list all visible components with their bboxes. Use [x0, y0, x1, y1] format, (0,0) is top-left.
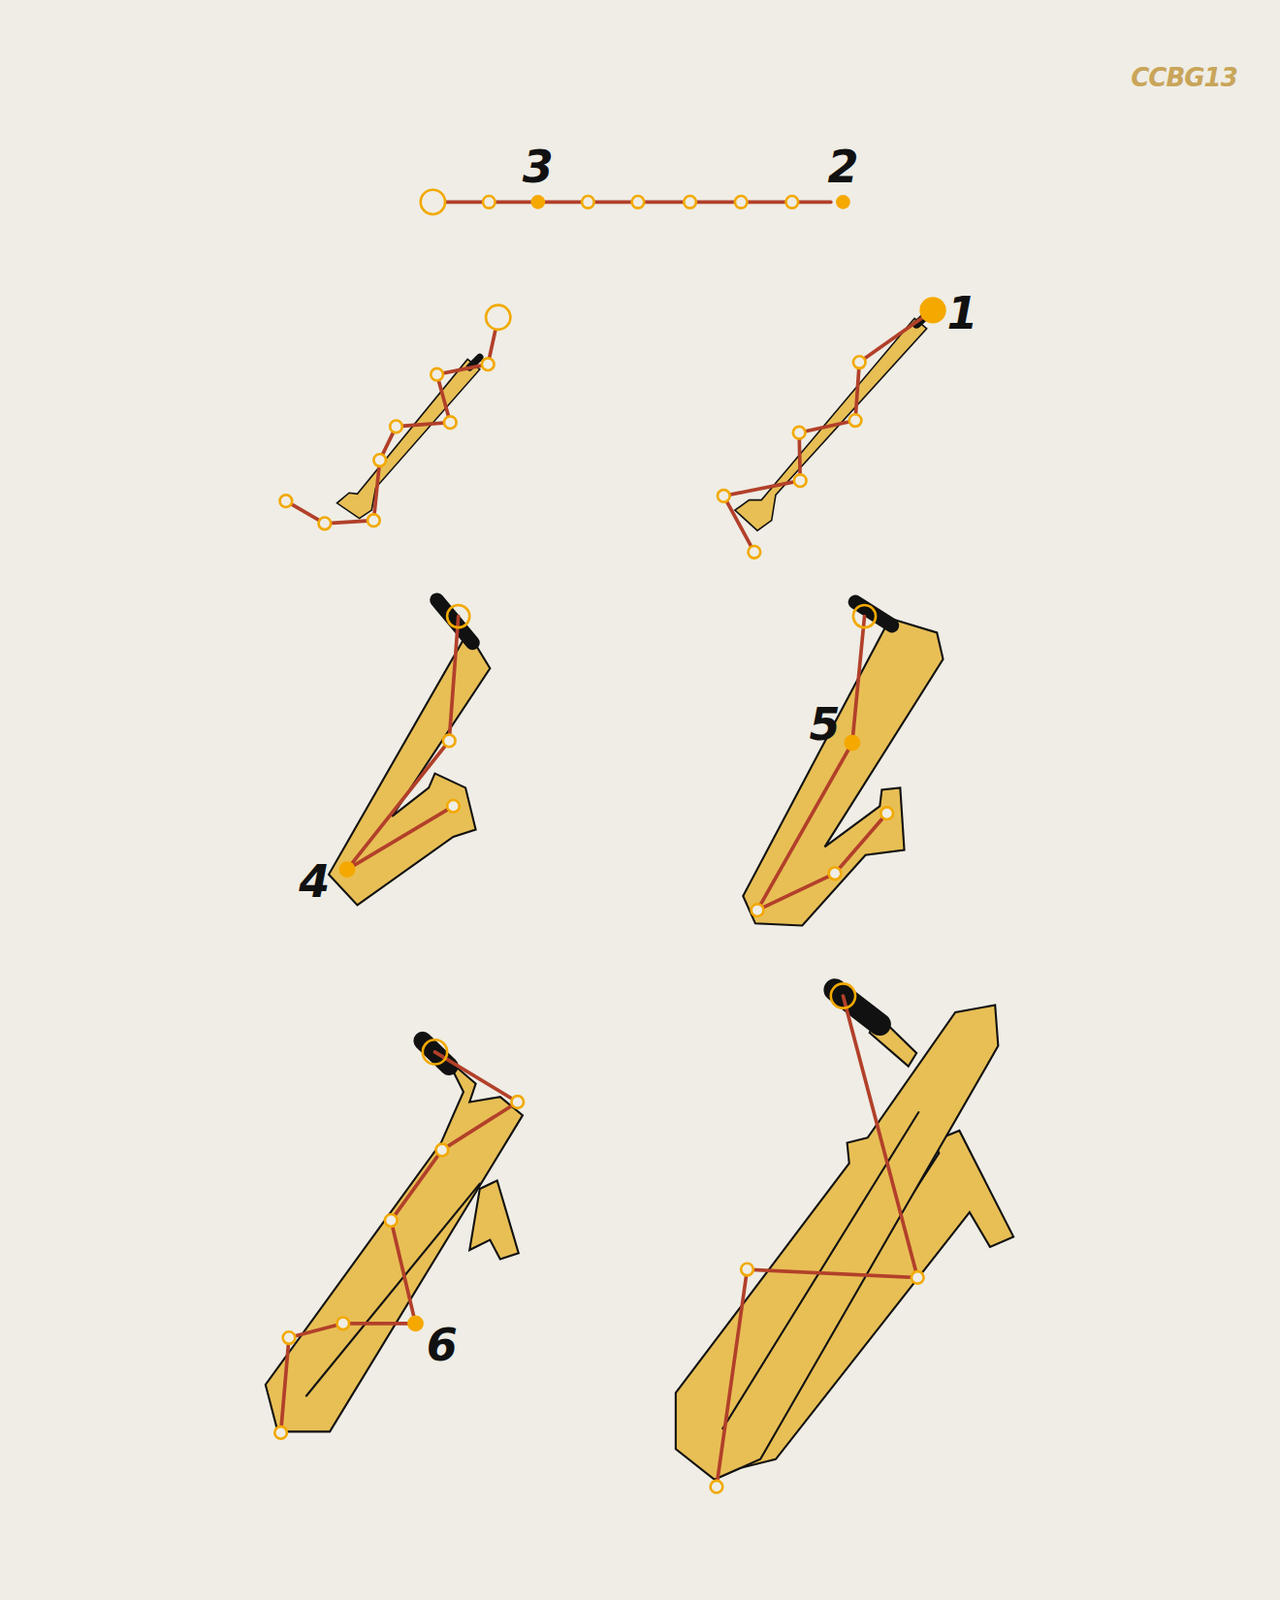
callout-number: 2: [827, 144, 859, 190]
callout-number: 5: [809, 702, 841, 747]
callout-number: 3: [522, 144, 554, 190]
callout-number: 1: [947, 290, 979, 336]
watermark: CCBG13: [1130, 64, 1238, 91]
callout-number: 6: [426, 1322, 458, 1368]
callout-number: 4: [298, 859, 330, 904]
